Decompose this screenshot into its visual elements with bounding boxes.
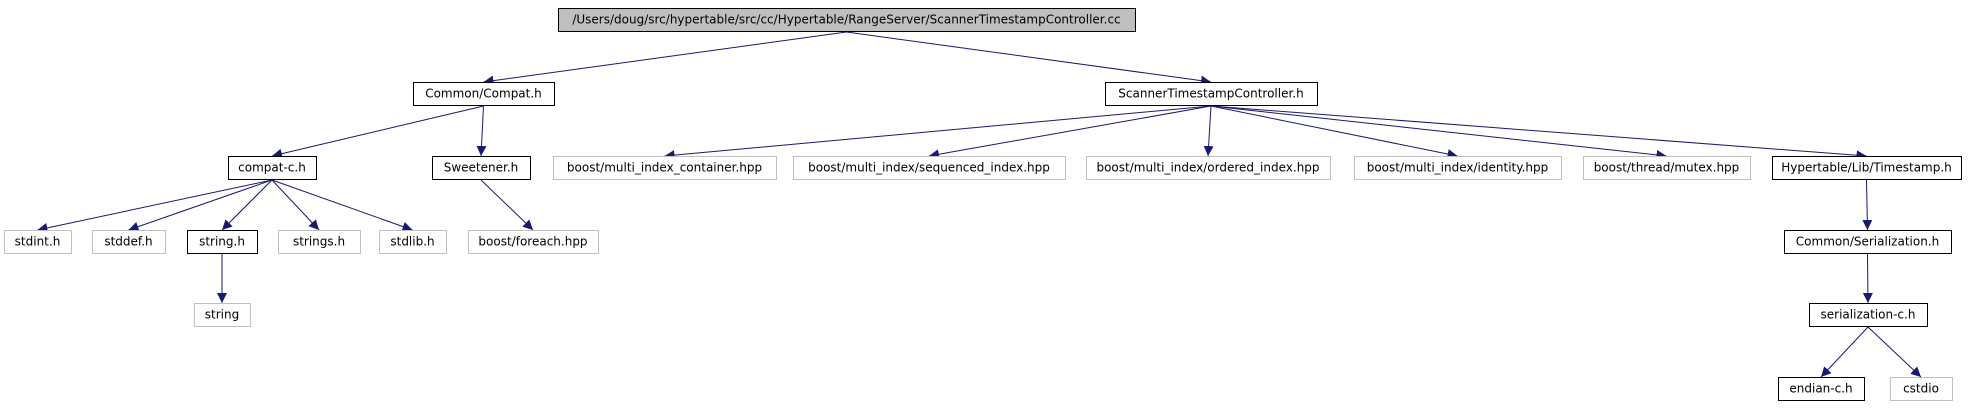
node-stdlib-h: stdlib.h bbox=[379, 230, 447, 254]
node-stdint-h: stdint.h bbox=[4, 230, 72, 254]
node-timestamp-h[interactable]: Hypertable/Lib/Timestamp.h bbox=[1772, 156, 1962, 180]
node-bmi-ordered: boost/multi_index/ordered_index.hpp bbox=[1086, 156, 1331, 180]
edge-compat-c-h-to-stdlib-h bbox=[271, 179, 413, 232]
node-box bbox=[553, 156, 777, 180]
node-box bbox=[413, 82, 555, 106]
node-label: string bbox=[205, 308, 239, 322]
node-label: Common/Serialization.h bbox=[1796, 235, 1939, 249]
node-compat-c-h[interactable]: compat-c.h bbox=[228, 156, 317, 180]
node-stc-h[interactable]: ScannerTimestampController.h bbox=[1105, 82, 1318, 106]
node-label: Sweetener.h bbox=[444, 161, 519, 175]
node-box bbox=[1772, 156, 1962, 180]
edge-serialization-h-to-serialization-c-h bbox=[1862, 253, 1873, 304]
node-bmi-container: boost/multi_index_container.hpp bbox=[553, 156, 777, 180]
edge-serialization-c-h-to-cstdio bbox=[1867, 326, 1922, 378]
edge-compat-c-h-to-stddef-h bbox=[128, 179, 273, 232]
node-box bbox=[1105, 82, 1318, 106]
node-box bbox=[1086, 156, 1331, 180]
node-box bbox=[194, 303, 251, 327]
node-label: cstdio bbox=[1903, 382, 1939, 396]
node-sweetener-h[interactable]: Sweetener.h bbox=[432, 156, 531, 180]
edge-stc-h-to-boost-mutex bbox=[1210, 105, 1667, 160]
node-box bbox=[432, 156, 531, 180]
node-compat-h[interactable]: Common/Compat.h bbox=[413, 82, 555, 106]
node-box bbox=[379, 230, 447, 254]
node-root: /Users/doug/src/hypertable/src/cc/Hypert… bbox=[558, 8, 1136, 32]
node-box bbox=[1784, 230, 1952, 254]
node-label: boost/multi_index/sequenced_index.hpp bbox=[808, 161, 1050, 175]
node-serialization-h[interactable]: Common/Serialization.h bbox=[1784, 230, 1952, 254]
node-box bbox=[1583, 156, 1751, 180]
node-boost-mutex: boost/thread/mutex.hpp bbox=[1583, 156, 1751, 180]
edge-stc-h-to-bmi-ordered bbox=[1203, 105, 1214, 157]
node-box bbox=[1809, 303, 1928, 327]
edge-sweetener-h-to-boost-foreach bbox=[480, 179, 534, 231]
node-label: strings.h bbox=[293, 235, 345, 249]
node-box bbox=[793, 156, 1066, 180]
edge-stc-h-to-timestamp-h bbox=[1210, 105, 1867, 161]
edge-serialization-c-h-to-endian-c-h bbox=[1820, 326, 1869, 378]
node-label: stdint.h bbox=[15, 235, 61, 249]
node-label: endian-c.h bbox=[1789, 382, 1852, 396]
node-stddef-h: stddef.h bbox=[92, 230, 166, 254]
edge-compat-c-h-to-string-h bbox=[221, 179, 273, 231]
node-label: compat-c.h bbox=[238, 161, 306, 175]
node-box bbox=[1890, 377, 1953, 401]
node-string-h[interactable]: string.h bbox=[187, 230, 258, 254]
node-strings-h: strings.h bbox=[278, 230, 361, 254]
edges bbox=[37, 31, 1922, 378]
edge-root-to-compat-h bbox=[483, 31, 847, 86]
node-label: stdlib.h bbox=[390, 235, 434, 249]
node-box bbox=[558, 8, 1136, 32]
node-label: /Users/doug/src/hypertable/src/cc/Hypert… bbox=[572, 13, 1120, 27]
node-label: boost/foreach.hpp bbox=[478, 235, 587, 249]
node-string: string bbox=[194, 303, 251, 327]
node-label: boost/thread/mutex.hpp bbox=[1594, 161, 1740, 175]
edge-stc-h-to-bmi-sequenced bbox=[928, 105, 1212, 160]
edge-stc-h-to-bmi-container bbox=[664, 105, 1212, 161]
node-box bbox=[228, 156, 317, 180]
node-box bbox=[278, 230, 361, 254]
node-label: ScannerTimestampController.h bbox=[1118, 87, 1303, 101]
node-label: boost/multi_index/ordered_index.hpp bbox=[1096, 161, 1319, 175]
nodes: /Users/doug/src/hypertable/src/cc/Hypert… bbox=[4, 8, 1962, 401]
node-box bbox=[187, 230, 258, 254]
node-box bbox=[1778, 377, 1865, 401]
node-label: string.h bbox=[199, 235, 245, 249]
node-bmi-sequenced: boost/multi_index/sequenced_index.hpp bbox=[793, 156, 1066, 180]
node-serialization-c-h[interactable]: serialization-c.h bbox=[1809, 303, 1928, 327]
node-box bbox=[468, 230, 599, 254]
node-label: serialization-c.h bbox=[1821, 308, 1916, 322]
node-label: boost/multi_index_container.hpp bbox=[567, 161, 762, 175]
edge-stc-h-to-bmi-identity bbox=[1210, 105, 1458, 159]
node-label: Common/Compat.h bbox=[425, 87, 542, 101]
node-box bbox=[92, 230, 166, 254]
node-box bbox=[4, 230, 72, 254]
node-label: boost/multi_index/identity.hpp bbox=[1367, 161, 1549, 175]
node-cstdio: cstdio bbox=[1890, 377, 1953, 401]
edge-compat-c-h-to-strings-h bbox=[271, 179, 320, 231]
edge-compat-h-to-sweetener-h bbox=[476, 105, 487, 157]
edge-timestamp-h-to-serialization-h bbox=[1862, 179, 1873, 231]
edge-root-to-stc-h bbox=[846, 31, 1212, 86]
node-label: Hypertable/Lib/Timestamp.h bbox=[1781, 161, 1952, 175]
node-label: stddef.h bbox=[104, 235, 152, 249]
node-boost-foreach: boost/foreach.hpp bbox=[468, 230, 599, 254]
node-bmi-identity: boost/multi_index/identity.hpp bbox=[1354, 156, 1562, 180]
node-endian-c-h[interactable]: endian-c.h bbox=[1778, 377, 1865, 401]
edge-compat-c-h-to-stdint-h bbox=[37, 179, 273, 233]
edge-compat-h-to-compat-c-h bbox=[271, 105, 484, 159]
node-box bbox=[1354, 156, 1562, 180]
